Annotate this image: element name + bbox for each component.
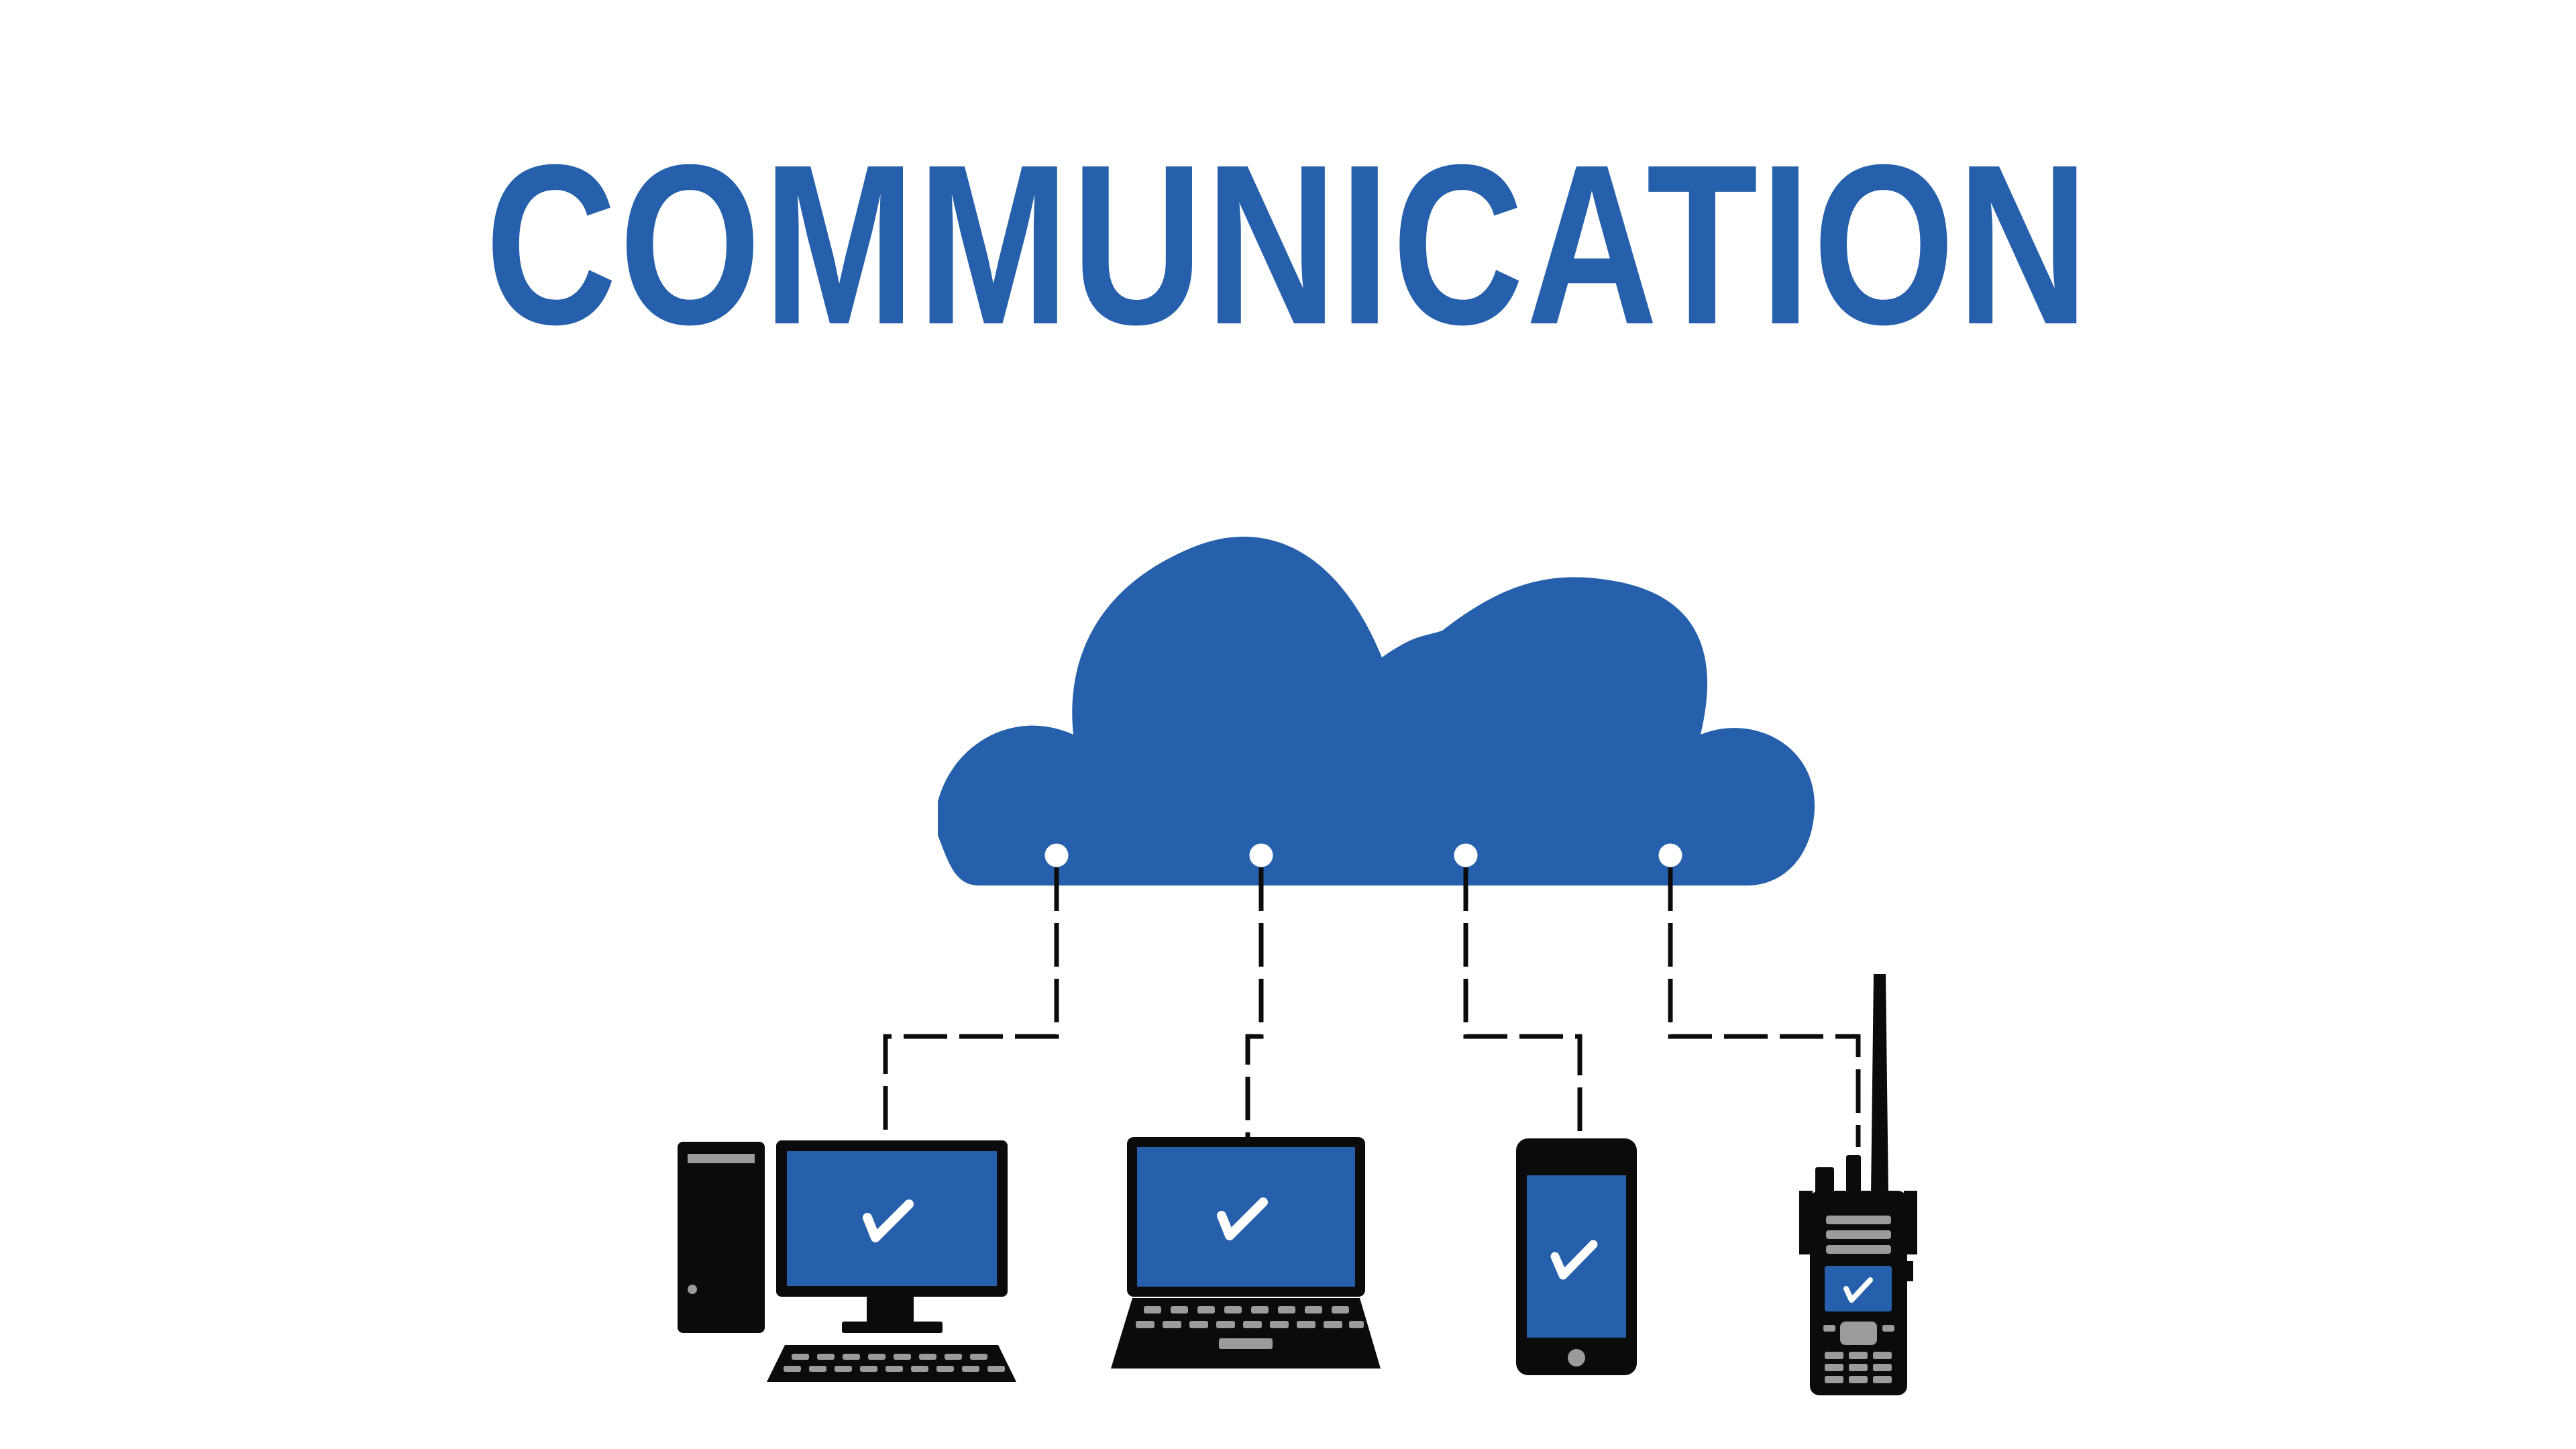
checkmark-icon — [1217, 1197, 1268, 1240]
connection-line-laptop — [1245, 867, 1264, 1140]
checkmark-icon — [1843, 1277, 1873, 1303]
cloud-port-4 — [1656, 841, 1684, 869]
desktop-keyboard — [767, 1345, 1016, 1382]
cloud-port-2 — [1247, 841, 1275, 869]
cloud-icon — [938, 536, 1815, 885]
radio-antenna — [1871, 974, 1888, 1194]
laptop-base — [1111, 1298, 1381, 1368]
desktop-computer-icon — [678, 1140, 1016, 1382]
computer-tower — [678, 1142, 765, 1333]
laptop-icon — [1111, 1137, 1381, 1368]
connection-line-desktop — [883, 867, 1059, 1144]
radio-screen — [1825, 1266, 1892, 1311]
connection-line-smartphone — [1463, 867, 1582, 1140]
desktop-keyboard-keys — [784, 1354, 1005, 1372]
checkmark-icon — [1550, 1240, 1598, 1280]
radio-speaker — [1826, 1216, 1891, 1254]
cloud-port-3 — [1452, 841, 1480, 869]
laptop-keys — [1136, 1306, 1364, 1349]
connection-line-radio — [1668, 867, 1861, 1147]
radio-keypad — [1825, 1352, 1892, 1383]
checkmark-icon — [863, 1199, 914, 1242]
page-title: COMMUNICATION — [485, 117, 2091, 372]
phone-home-button — [1568, 1349, 1585, 1366]
cloud-port-1 — [1042, 841, 1071, 869]
